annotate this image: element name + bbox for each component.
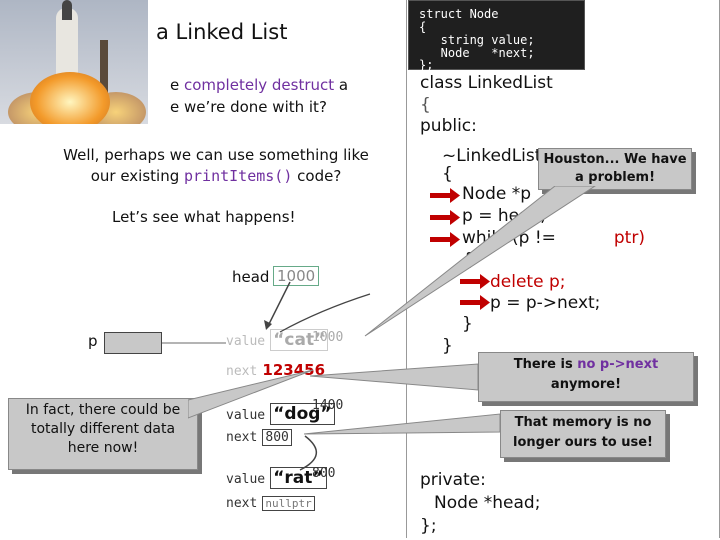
code-line: Node *p [462,184,532,204]
code-ref: printItems() [184,167,293,185]
node-next-value: 800 [262,429,292,446]
node-value: “rat” [270,467,327,489]
head-value-box: 1000 [273,266,320,286]
code-line: ~LinkedList [442,146,542,166]
no-next-callout-pointer [310,363,479,391]
paragraph-line-2: our existing printItems() code? [90,167,342,185]
code-line: }; [420,516,437,536]
memory-callout: That memory is no longer ours to use! [500,410,666,458]
lets-see-text: Let’s see what happens! [112,208,296,226]
no-next-callout: There is no p->next anymore! [478,352,694,402]
code-line: private: [420,470,486,490]
fact-callout: In fact, there could be totally differen… [8,398,198,470]
node-dog-next: next 800 [226,426,292,446]
question-line-2: e we’re done with it? [170,98,327,116]
slide-title: a Linked List [156,20,288,44]
houston-callout-pointer [364,186,596,337]
node-next-value: nullptr [262,496,315,511]
question-line-1: e completely destruct a [170,76,349,94]
p-pointer-box [104,332,162,354]
node-value: “dog” [270,403,335,425]
emphasis: completely destruct [184,76,335,94]
node-address: 1000 [312,330,344,345]
code-line: Node *head; [434,493,541,513]
execution-arrows-inner [460,274,490,310]
execution-arrows [430,188,460,247]
node-value: “cat” [270,329,329,351]
code-line: { [442,164,453,184]
node-address: 1400 [312,398,344,413]
code-line: { [420,95,431,115]
struct-node-code: struct Node { string value; Node *next; … [408,0,585,72]
code-line: delete p; [490,272,566,292]
node-cat-next: next 123456 [226,361,326,379]
head-label: head [232,268,270,286]
node-rat: value “rat” [226,467,327,489]
node-cat: value “cat” [226,329,329,351]
memory-callout-pointer [304,413,501,435]
fact-callout-pointer [188,369,314,419]
node-rat-next: next nullptr [226,492,315,511]
p-label: p [88,332,98,350]
node-address: 800 [312,466,336,481]
paragraph-line-1: Well, perhaps we can use something like [63,146,369,164]
houston-callout: Houston... We have a problem! [538,148,692,190]
rocket-launch-image [0,0,148,124]
code-line: public: [420,116,477,136]
node-next-value: 123456 [262,361,326,379]
node-dog: value “dog” [226,403,335,425]
code-line: class LinkedList [420,73,553,93]
code-line: } [442,336,453,356]
code-line: p = p->next; [490,293,601,313]
code-line: } [462,314,473,334]
